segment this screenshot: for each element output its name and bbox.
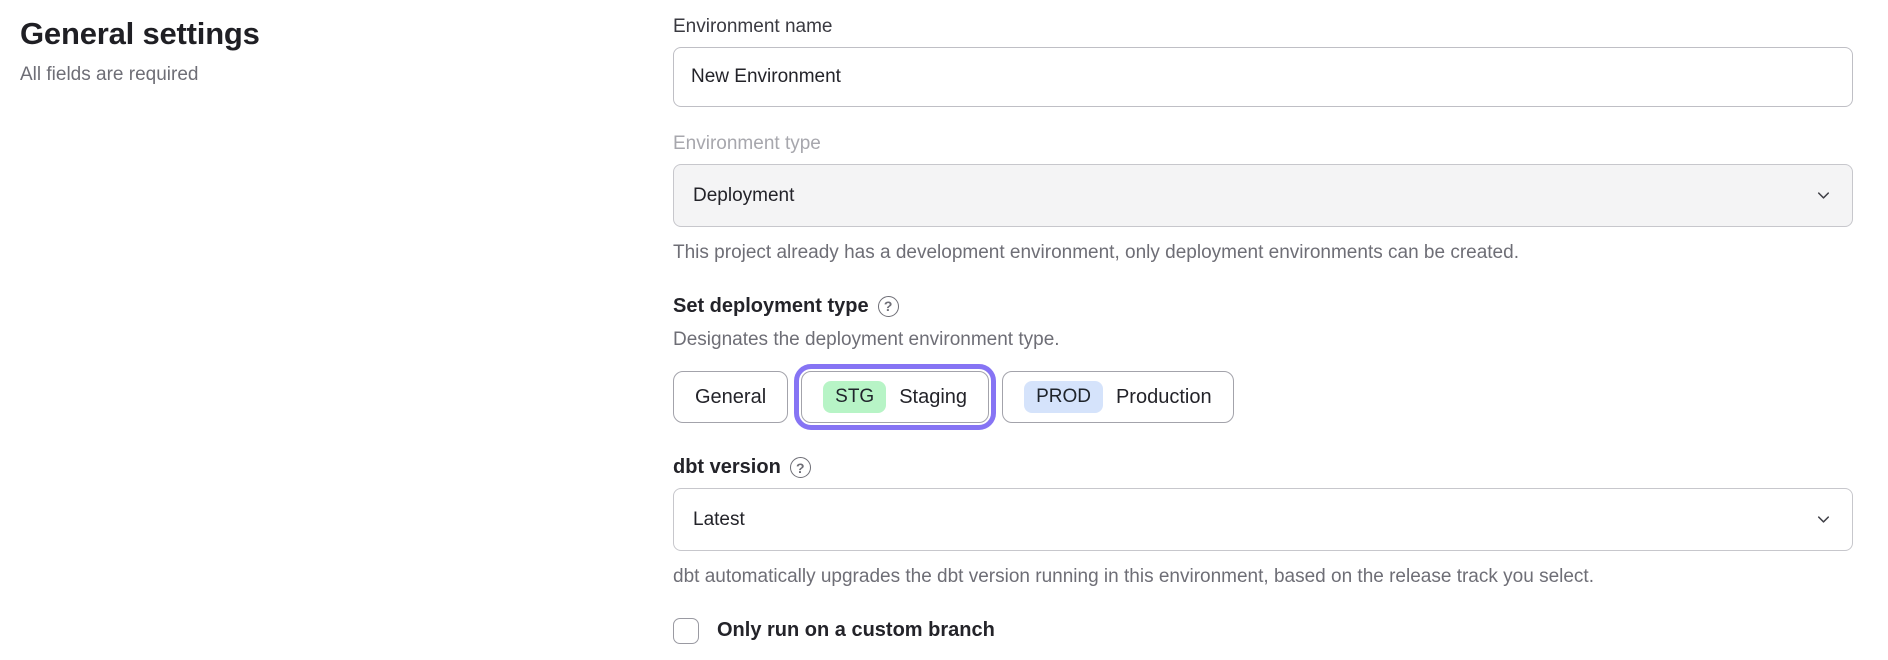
environment-name-label: Environment name [673, 16, 833, 37]
staging-badge: STG [823, 381, 887, 414]
custom-branch-row: Only run on a custom branch [673, 617, 1853, 644]
production-badge: PROD [1024, 381, 1103, 414]
chevron-down-icon [1814, 510, 1833, 529]
dbt-version-value: Latest [693, 508, 745, 530]
deployment-type-helper: Designates the deployment environment ty… [673, 328, 1060, 350]
help-icon[interactable]: ? [789, 457, 811, 479]
dbt-version-section-label: dbt version ? [673, 456, 1853, 479]
deployment-type-section-label: Set deployment type ? [673, 295, 1853, 318]
general-button-label: General [695, 385, 767, 408]
staging-button-label: Staging [899, 385, 968, 408]
deployment-type-label-text: Set deployment type [673, 294, 869, 317]
settings-header: General settings All fields are required [20, 16, 260, 86]
chevron-down-icon [1814, 186, 1833, 205]
deployment-type-production-button[interactable]: PROD Production [1002, 371, 1234, 424]
environment-type-helper: This project already has a development e… [673, 242, 1519, 263]
page-subtitle: All fields are required [20, 64, 199, 85]
deployment-type-general-button[interactable]: General [673, 371, 789, 424]
production-button-label: Production [1115, 385, 1212, 408]
custom-branch-checkbox[interactable] [673, 617, 699, 644]
page-title: General settings [20, 16, 260, 51]
help-icon[interactable]: ? [877, 295, 899, 317]
deployment-type-staging-button[interactable]: STG Staging [794, 364, 997, 431]
custom-branch-label[interactable]: Only run on a custom branch [717, 619, 995, 642]
environment-name-input[interactable] [673, 47, 1853, 107]
dbt-version-label-text: dbt version [673, 456, 781, 479]
environment-type-label: Environment type [673, 133, 821, 154]
dbt-version-helper: dbt automatically upgrades the dbt versi… [673, 566, 1594, 588]
dbt-version-select[interactable]: Latest [673, 488, 1853, 552]
environment-type-select: Deployment [673, 164, 1853, 227]
environment-type-value: Deployment [693, 184, 795, 206]
deployment-type-options: General STG Staging PROD Production [673, 364, 1853, 431]
environment-form: Environment name Environment type Deploy… [673, 16, 1853, 644]
